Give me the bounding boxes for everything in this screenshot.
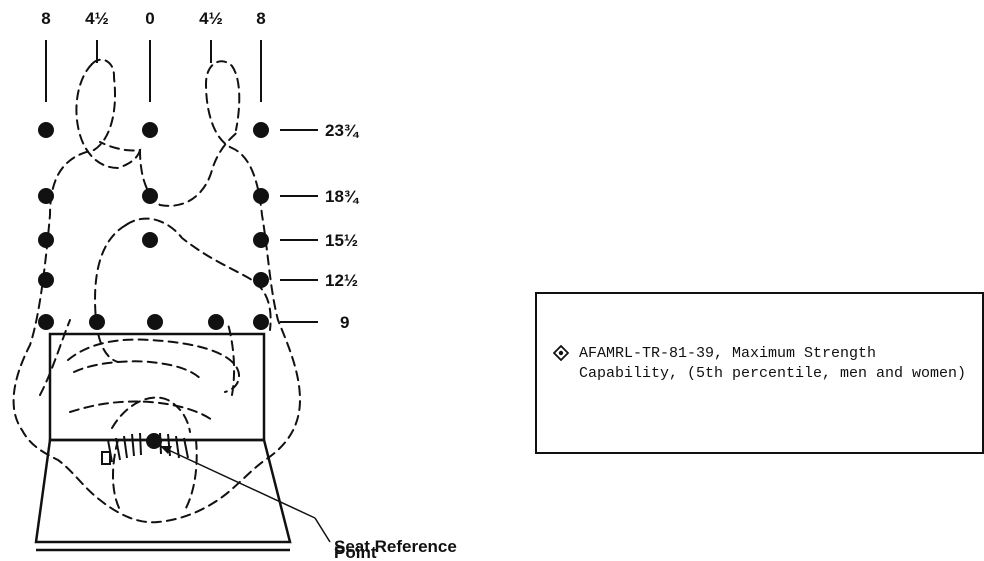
fingers-sketch: [101, 432, 189, 465]
seat-reference-callout: Seat Reference: [160, 446, 457, 556]
seat-reference-point-dot: [146, 433, 162, 449]
inner-torso-outline: [139, 129, 241, 207]
reach-point: [142, 232, 158, 248]
height-leaders: [280, 129, 318, 323]
top-scale-label: 4½: [199, 9, 223, 28]
right-leg-outline: [185, 439, 198, 509]
height-label: 15½: [325, 231, 358, 250]
reach-envelope-outlines: [12, 58, 302, 524]
scale-ticks: [45, 40, 262, 102]
reach-point: [253, 272, 269, 288]
top-scale-label: 0: [145, 9, 154, 28]
left-leg-outline: [112, 439, 121, 511]
height-label: 12½: [325, 271, 358, 290]
reach-point: [38, 188, 54, 204]
reach-point: [208, 314, 224, 330]
hand-outline: [111, 396, 191, 433]
height-labels: 23¾ 18¾ 15½ 12½ 9: [325, 121, 360, 332]
reach-point: [147, 314, 163, 330]
height-label: 23¾: [325, 121, 360, 140]
reach-point: [253, 122, 269, 138]
callout-label-line2: Point: [334, 543, 377, 561]
legend-box: [535, 292, 984, 454]
reach-point: [253, 188, 269, 204]
reach-point: [253, 232, 269, 248]
reach-point: [142, 188, 158, 204]
reach-points: [38, 122, 269, 449]
diamond-dot-icon: [553, 345, 569, 361]
reach-point: [142, 122, 158, 138]
reach-point: [89, 314, 105, 330]
right-arm-outline: [125, 217, 272, 331]
callout-leader-end: [314, 517, 331, 543]
reach-point: [38, 314, 54, 330]
left-arm-outline: [75, 63, 142, 170]
seat-pan-panel: [34, 438, 292, 544]
knee-outline: [73, 360, 203, 381]
callout-label-line1: Seat Reference: [334, 537, 457, 556]
top-scale: 8 4½ 0 4½ 8: [41, 9, 265, 28]
legend-text: AFAMRL-TR-81-39, Maximum Strength Capabi…: [579, 345, 967, 382]
height-label: 18¾: [325, 187, 360, 206]
inner-right-outline: [227, 323, 236, 396]
reach-point: [38, 122, 54, 138]
inner-left-outline: [39, 319, 71, 396]
outer-envelope-outline: [12, 58, 302, 524]
callout-leader: [161, 446, 316, 519]
left-inner-arm-outline: [94, 224, 127, 363]
height-label: 9: [340, 313, 349, 332]
callout-arrowhead: [160, 446, 172, 454]
top-scale-label: 8: [256, 9, 265, 28]
reach-point: [38, 232, 54, 248]
reach-point: [253, 314, 269, 330]
reach-point: [38, 272, 54, 288]
chest-outline: [67, 338, 240, 393]
top-scale-label: 8: [41, 9, 50, 28]
top-scale-label: 4½: [85, 9, 109, 28]
lap-outline: [69, 400, 213, 421]
